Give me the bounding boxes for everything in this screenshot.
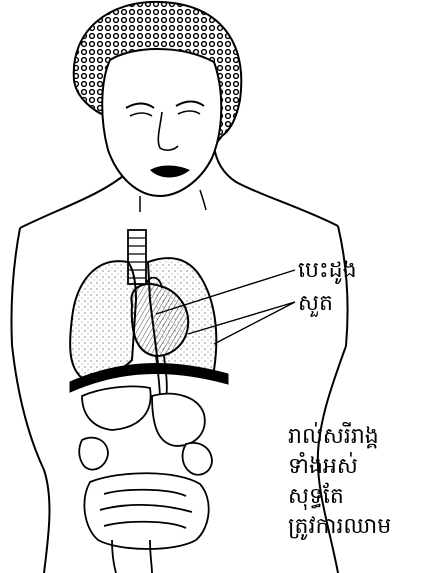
stomach (152, 394, 205, 446)
right-kidney (183, 443, 212, 475)
caption-line: សុទ្ធតែ (288, 485, 430, 509)
head (74, 2, 242, 212)
lungs-label: សួត (298, 292, 333, 316)
liver (82, 386, 151, 430)
abdominal-organs (79, 386, 212, 573)
caption: រាល់សរីរាង្គ ទាំងអស់ សុទ្ធតែ ត្រូវការឈាម (288, 425, 430, 545)
caption-line: រាល់សរីរាង្គ (288, 425, 430, 449)
left-kidney (79, 438, 108, 470)
caption-line: ត្រូវការឈាម (288, 515, 430, 539)
caption-line: ទាំងអស់ (288, 455, 430, 479)
heart-label: បេះដូង (298, 259, 357, 283)
